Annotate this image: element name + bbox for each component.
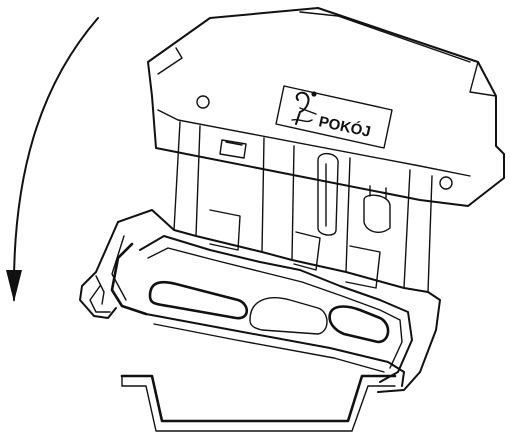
terminal-block xyxy=(79,7,505,393)
pokoj-emblem xyxy=(291,91,317,125)
curved-arrow-icon xyxy=(6,17,99,302)
din-rail xyxy=(120,374,397,432)
brand-name: POKÓJ xyxy=(317,112,372,141)
brand-logo: POKÓJ xyxy=(275,85,393,149)
